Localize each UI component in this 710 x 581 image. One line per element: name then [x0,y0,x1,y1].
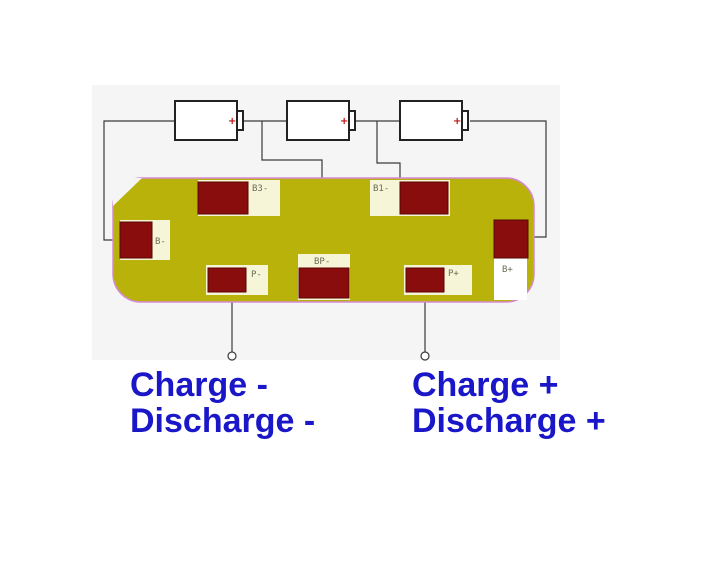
pad-label-b1-minus: B1- [373,184,389,194]
pad-label-p-plus: P+ [448,269,459,279]
terminal-charge-minus [227,351,237,361]
caption-positive-terminal: Charge + Discharge + [412,367,606,439]
pad-bp-minus [298,267,350,299]
caption-discharge-minus: Discharge - [130,402,316,440]
pad-b1-minus [399,181,449,215]
pad-label-bp-minus: BP- [314,257,330,267]
board-corner [113,178,142,206]
battery-plus-label: + [340,116,348,127]
caption-charge-plus: Charge + [412,366,559,404]
pad-label-b-plus: B+ [502,265,513,275]
pad-b-minus [119,221,153,259]
wire-b-minus [103,120,175,241]
battery-plus-label: + [453,116,461,127]
pad-label-b3-minus: B3- [252,184,268,194]
b-plus-label-area [494,258,527,300]
pad-label-b-minus: B- [155,237,166,247]
wire-b1 [376,121,401,183]
terminal-charge-plus [420,351,430,361]
pad-label-p-minus: P- [251,270,262,280]
battery-cell-3: + [399,100,469,141]
pad-b-plus [493,219,529,259]
battery-cell-1: + [174,100,244,141]
battery-plus-label: + [228,116,236,127]
pad-b3-minus [197,181,249,215]
caption-negative-terminal: Charge - Discharge - [130,367,315,439]
caption-charge-minus: Charge - [130,366,268,404]
caption-discharge-plus: Discharge + [412,402,606,440]
battery-cell-2: + [286,100,356,141]
wire-b-plus [470,120,547,238]
pad-p-minus [207,267,247,293]
pad-p-plus [405,267,445,293]
